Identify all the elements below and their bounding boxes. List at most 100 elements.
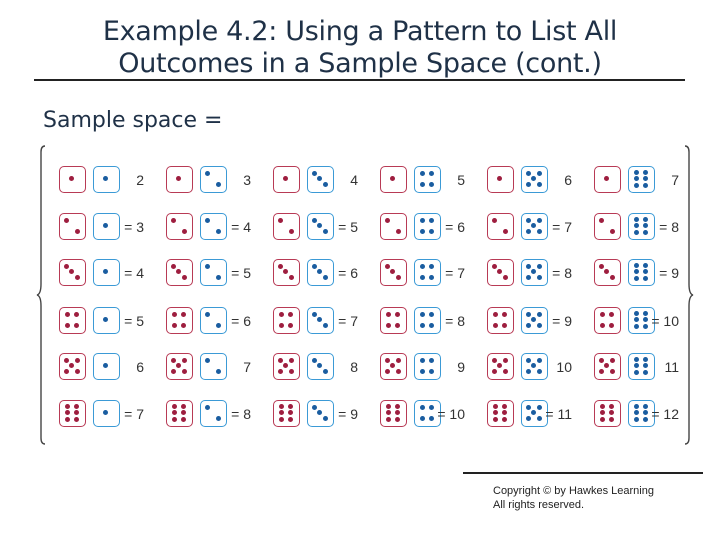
red-die-2 <box>59 213 86 240</box>
die-pip <box>531 223 537 229</box>
die-pip <box>537 357 543 363</box>
die-pip <box>278 417 284 423</box>
outcome-sum: = 8 <box>659 219 679 235</box>
die-pip <box>288 322 294 328</box>
blue-die-1 <box>93 166 120 193</box>
die-pip <box>64 218 70 224</box>
die-pip <box>317 363 323 369</box>
die-pip <box>643 230 649 236</box>
die-pip <box>64 312 70 318</box>
outcome-sum: 6 <box>564 172 572 188</box>
die-pip <box>75 275 81 281</box>
outcome-sum: 2 <box>136 172 144 188</box>
die-pip <box>633 216 639 222</box>
blue-die-2 <box>200 166 227 193</box>
outcome-sum: = 5 <box>124 313 144 329</box>
red-die-5 <box>166 353 193 380</box>
blue-die-3 <box>307 213 334 240</box>
red-die-1 <box>380 166 407 193</box>
die-pip <box>537 263 543 269</box>
die-pip <box>277 369 283 375</box>
red-die-1 <box>487 166 514 193</box>
die-pip <box>429 274 435 280</box>
die-pip <box>525 311 531 317</box>
die-pip <box>643 324 649 330</box>
die-pip <box>429 415 435 421</box>
die-pip <box>182 275 188 281</box>
die-pip <box>537 275 543 281</box>
die-pip <box>182 369 188 375</box>
die-pip <box>176 269 182 275</box>
die-pip <box>385 403 391 409</box>
blue-die-6 <box>628 400 655 427</box>
die-pip <box>531 363 537 369</box>
die-pip <box>176 176 182 182</box>
die-pip <box>419 264 425 270</box>
red-die-3 <box>59 259 86 286</box>
die-pip <box>525 357 531 363</box>
die-pip <box>491 357 497 363</box>
die-pip <box>643 276 649 282</box>
blue-die-6 <box>628 259 655 286</box>
die-pip <box>643 262 649 268</box>
die-pip <box>537 170 543 176</box>
die-pip <box>74 417 80 423</box>
die-pip <box>643 169 649 175</box>
die-pip <box>317 269 323 275</box>
die-pip <box>643 176 649 182</box>
die-pip <box>74 403 80 409</box>
outcome-sum: = 5 <box>338 219 358 235</box>
outcome-sum: = 8 <box>231 406 251 422</box>
die-pip <box>633 403 639 409</box>
die-pip <box>385 417 391 423</box>
die-pip <box>525 182 531 188</box>
die-pip <box>419 312 425 318</box>
blue-die-4 <box>414 213 441 240</box>
outcome-sum: = 9 <box>338 406 358 422</box>
blue-die-6 <box>628 166 655 193</box>
die-pip <box>311 263 317 269</box>
die-pip <box>181 403 187 409</box>
right-brace <box>684 145 694 445</box>
die-pip <box>525 170 531 176</box>
blue-die-2 <box>200 353 227 380</box>
red-die-1 <box>273 166 300 193</box>
die-pip <box>171 312 177 318</box>
red-die-5 <box>59 353 86 380</box>
die-pip <box>643 317 649 323</box>
die-pip <box>74 228 80 234</box>
die-pip <box>633 410 639 416</box>
die-pip <box>633 370 639 376</box>
blue-die-2 <box>200 259 227 286</box>
die-pip <box>492 312 498 318</box>
blue-die-4 <box>414 259 441 286</box>
copyright-line-2: All rights reserved. <box>493 499 585 511</box>
blue-die-3 <box>307 166 334 193</box>
blue-die-1 <box>93 259 120 286</box>
outcome-sum: = 12 <box>651 406 679 422</box>
outcome-sum: = 3 <box>124 219 144 235</box>
outcome-sum: = 5 <box>231 265 251 281</box>
die-pip <box>419 181 425 187</box>
red-die-1 <box>594 166 621 193</box>
red-die-2 <box>273 213 300 240</box>
outcome-sum: = 10 <box>651 313 679 329</box>
die-pip <box>598 369 604 375</box>
die-pip <box>171 218 177 224</box>
footer-rule <box>463 472 703 474</box>
die-pip <box>205 405 211 411</box>
die-pip <box>181 322 187 328</box>
die-pip <box>171 403 177 409</box>
outcome-sum: 11 <box>664 359 679 375</box>
die-pip <box>395 312 401 318</box>
die-pip <box>170 357 176 363</box>
red-die-3 <box>166 259 193 286</box>
die-pip <box>503 275 509 281</box>
die-pip <box>63 369 69 375</box>
die-pip <box>492 417 498 423</box>
die-pip <box>103 410 109 416</box>
die-pip <box>633 363 639 369</box>
outcome-sum: = 8 <box>552 265 572 281</box>
outcome-sum: 7 <box>243 359 251 375</box>
die-pip <box>182 357 188 363</box>
